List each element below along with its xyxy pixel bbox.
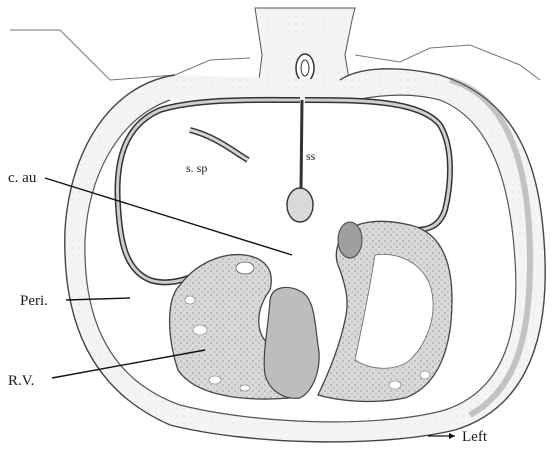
label-c-au: c. au — [8, 170, 37, 186]
label-left: Left — [462, 429, 488, 445]
label-rv: R.V. — [8, 373, 34, 389]
label-peri: Peri. — [20, 293, 48, 309]
left-body-wall-top — [10, 30, 250, 80]
septum-bulb — [287, 188, 313, 222]
septum-secundum — [301, 100, 302, 190]
interventricular-mass — [264, 287, 319, 398]
endocardial-cushion — [338, 222, 362, 258]
arrow-right-icon — [449, 433, 455, 439]
label-s-sp: s. sp — [186, 161, 207, 175]
label-ss: ss — [306, 149, 316, 163]
notochord — [296, 54, 314, 82]
